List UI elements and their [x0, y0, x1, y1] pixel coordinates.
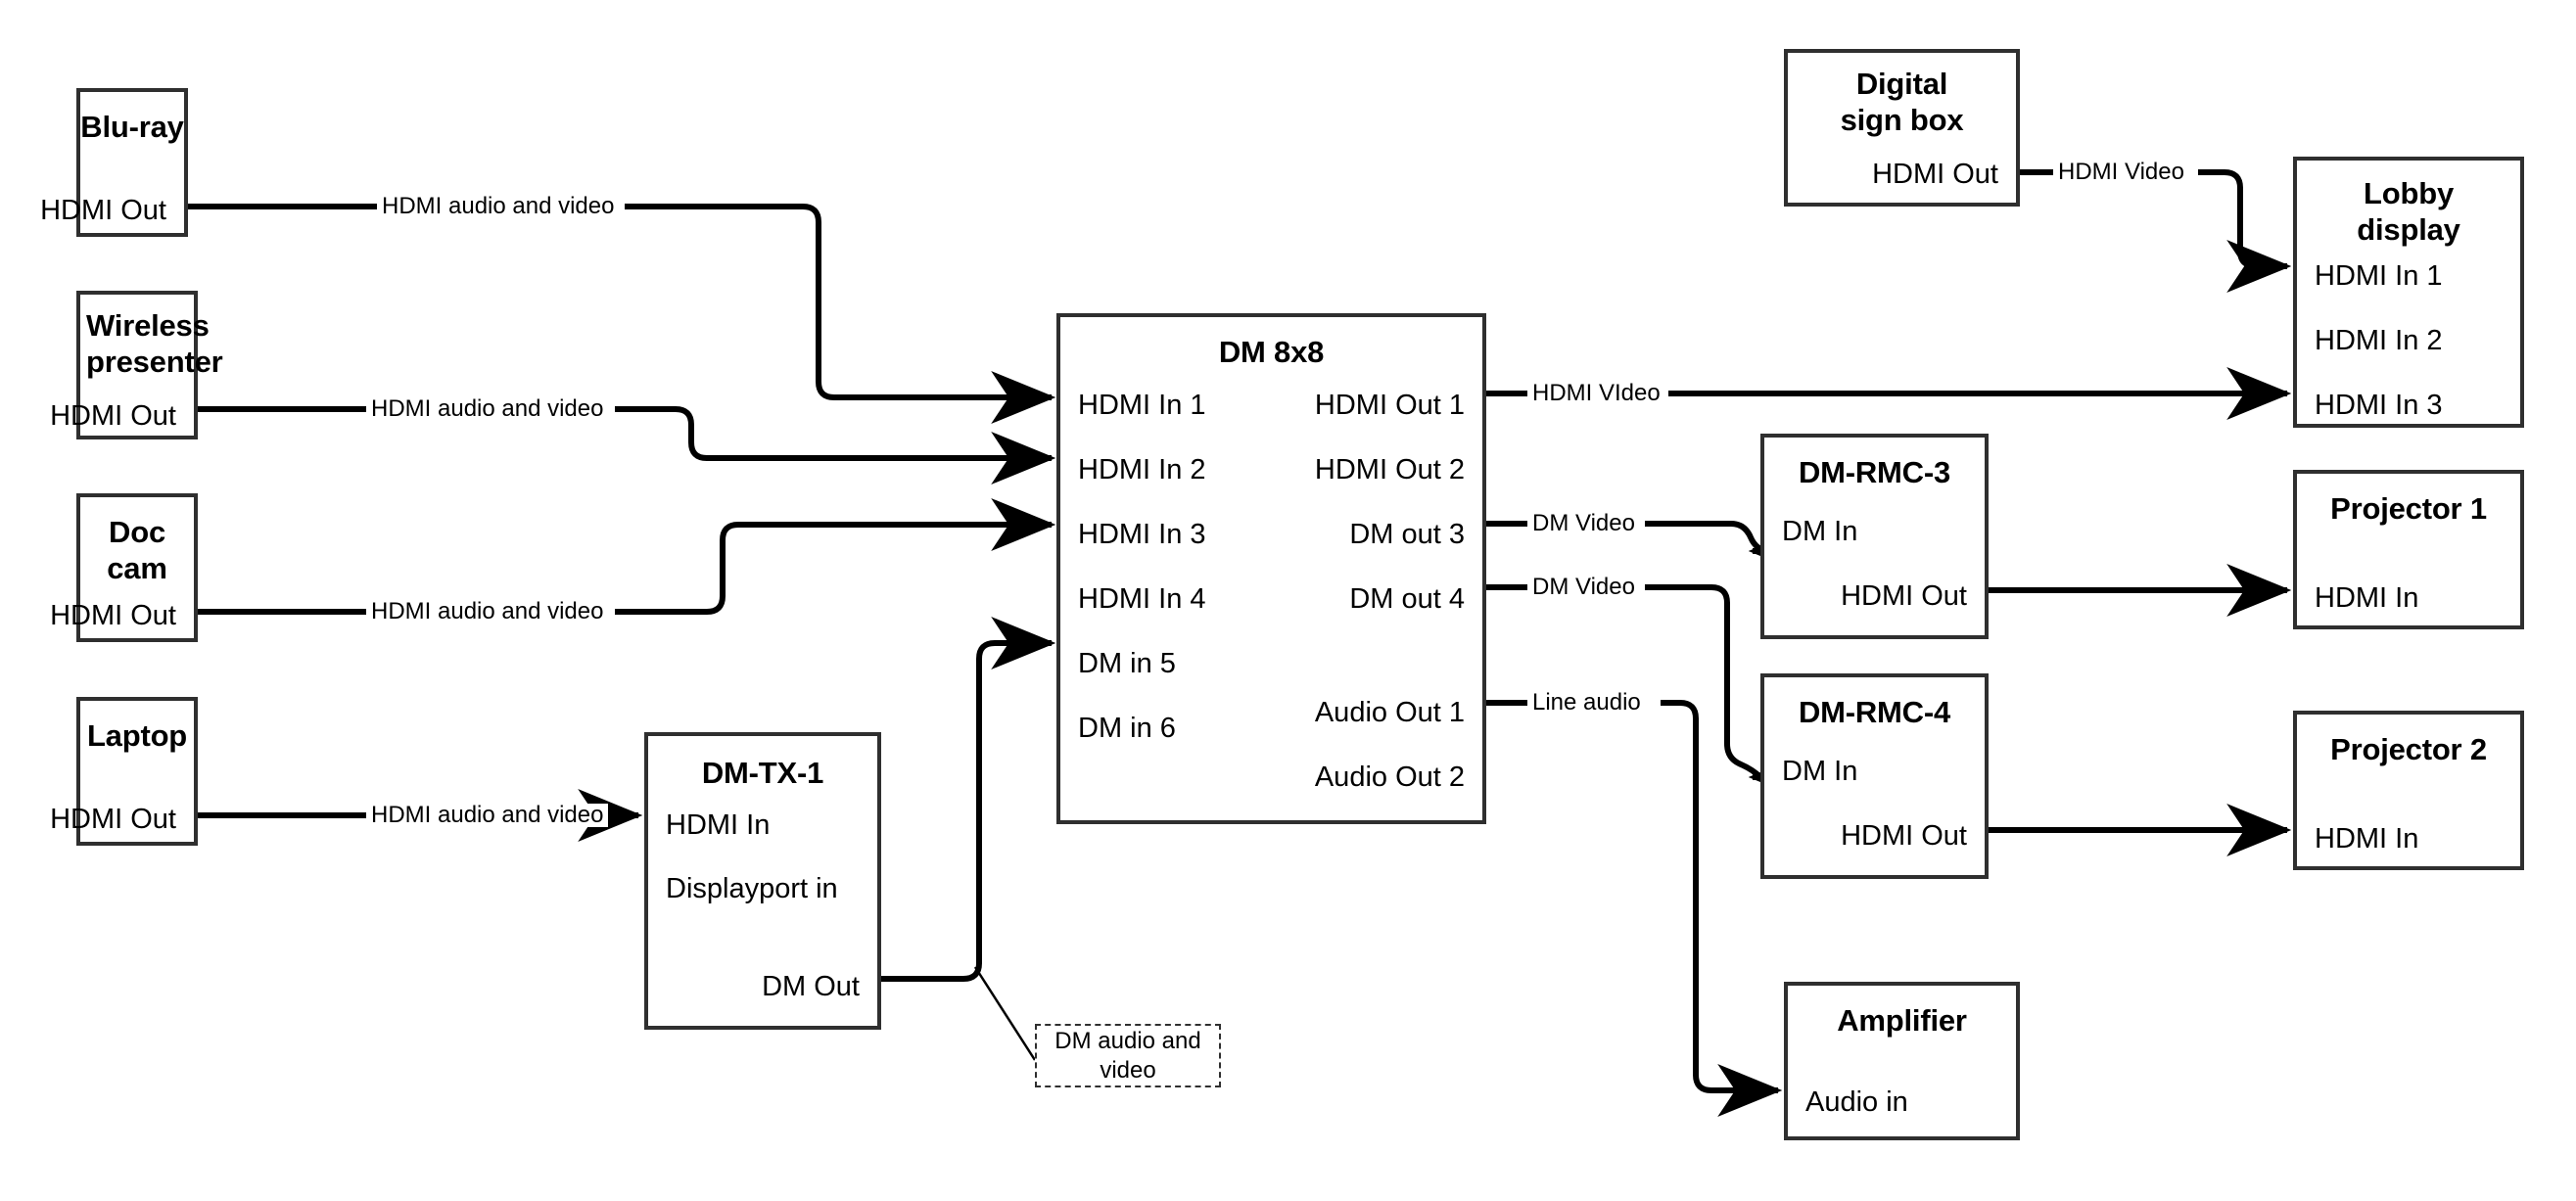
wire-label-blu-ray-to-in1: HDMI audio and video	[377, 195, 620, 218]
node-wireless-presenter[interactable]: Wireless presenter HDMI Out	[50, 291, 223, 439]
port-wireless-presenter-hdmi-out: HDMI Out	[50, 400, 176, 432]
wire-doccam-to-in3-b	[615, 498, 1056, 615]
port-projector-2-hdmi-in: HDMI In	[2315, 823, 2419, 855]
port-amplifier-audio-in: Audio in	[1805, 1086, 1908, 1118]
node-digital-sign-box[interactable]: Digital sign box HDMI Out	[1784, 49, 2020, 207]
wire-label-sign-to-lobby1: HDMI Video	[2053, 161, 2189, 184]
port-dm-8x8-dm-out-3: DM out 3	[1349, 519, 1465, 550]
node-projector-2[interactable]: Projector 2 HDMI In	[2293, 711, 2524, 870]
port-dm-8x8-dm-in-6: DM in 6	[1078, 713, 1176, 744]
node-dm-tx-1[interactable]: DM-TX-1 HDMI In Displayport in DM Out	[644, 732, 881, 1030]
callout-leader-line	[973, 966, 1037, 1061]
node-amplifier[interactable]: Amplifier Audio in	[1784, 982, 2020, 1140]
wire-label-laptop-to-tx: HDMI audio and video	[366, 804, 609, 827]
callout-dm-audio-and-video: DM audio and video	[1035, 1024, 1221, 1087]
node-blu-ray-title: Blu-ray	[80, 110, 184, 144]
port-dm-8x8-dm-in-5: DM in 5	[1078, 648, 1176, 679]
port-dm-8x8-hdmi-in-2: HDMI In 2	[1078, 454, 1206, 485]
node-dm-rmc-4[interactable]: DM-RMC-4 DM In HDMI Out	[1760, 673, 1989, 879]
wire-tx-to-dmin5	[881, 617, 1056, 982]
node-lobby-display[interactable]: Lobby display HDMI In 1 HDMI In 2 HDMI I…	[2293, 157, 2524, 428]
node-dm-tx-1-title: DM-TX-1	[701, 756, 824, 790]
wire-blu-ray-to-in1-b	[625, 204, 1056, 424]
port-dm-8x8-hdmi-out-2: HDMI Out 2	[1314, 454, 1465, 485]
port-dm-8x8-hdmi-out-1: HDMI Out 1	[1314, 390, 1465, 421]
node-blu-ray[interactable]: Blu-ray HDMI Out	[40, 88, 188, 237]
node-dm-8x8[interactable]: DM 8x8 HDMI In 1 HDMI In 2 HDMI In 3 HDM…	[1056, 313, 1486, 824]
node-dm-8x8-title: DM 8x8	[1218, 335, 1325, 369]
port-projector-1-hdmi-in: HDMI In	[2315, 582, 2419, 614]
node-digital-sign-box-title: Digital sign box	[1840, 67, 1964, 137]
port-dm-rmc-4-dm-in: DM In	[1782, 756, 1858, 787]
wire-label-audioout1-to-amp: Line audio	[1527, 691, 1646, 715]
node-projector-2-title: Projector 2	[2330, 732, 2487, 766]
node-dm-rmc-3-title: DM-RMC-3	[1798, 455, 1951, 489]
node-dm-rmc-3[interactable]: DM-RMC-3 DM In HDMI Out	[1760, 434, 1989, 639]
port-dm-rmc-4-hdmi-out: HDMI Out	[1841, 820, 1967, 852]
node-doc-cam-title: Doc cam	[107, 515, 167, 585]
node-dm-rmc-4-title: DM-RMC-4	[1798, 695, 1951, 729]
port-lobby-display-hdmi-in-2: HDMI In 2	[2315, 325, 2443, 356]
node-projector-1[interactable]: Projector 1 HDMI In	[2293, 470, 2524, 629]
wire-label-hdmiout1-to-lobby3: HDMI VIdeo	[1527, 382, 1665, 405]
wire-label-wireless-to-in2: HDMI audio and video	[366, 397, 609, 421]
node-doc-cam[interactable]: Doc cam HDMI Out	[50, 493, 198, 642]
port-dm-rmc-3-dm-in: DM In	[1782, 516, 1858, 547]
node-laptop[interactable]: Laptop HDMI Out	[50, 697, 198, 846]
wire-dmout3-to-rmc3-b	[1645, 521, 1813, 577]
wire-wireless-to-in2-b	[615, 406, 1056, 485]
node-projector-1-title: Projector 1	[2330, 491, 2487, 526]
port-doc-cam-hdmi-out: HDMI Out	[50, 600, 176, 631]
port-dm-tx-1-dm-out: DM Out	[762, 971, 860, 1002]
port-dm-8x8-dm-out-4: DM out 4	[1349, 583, 1465, 615]
node-amplifier-title: Amplifier	[1837, 1003, 1967, 1038]
port-dm-8x8-hdmi-in-3: HDMI In 3	[1078, 519, 1206, 550]
port-digital-sign-box-hdmi-out: HDMI Out	[1872, 159, 1998, 190]
port-dm-8x8-audio-out-2: Audio Out 2	[1314, 762, 1465, 793]
node-laptop-title: Laptop	[86, 718, 188, 753]
port-dm-rmc-3-hdmi-out: HDMI Out	[1841, 580, 1967, 612]
wire-label-dmout4-to-rmc4: DM Video	[1527, 576, 1640, 599]
node-lobby-display-title: Lobby display	[2357, 176, 2460, 247]
node-wireless-presenter-title: Wireless presenter	[86, 308, 223, 379]
port-dm-8x8-hdmi-in-4: HDMI In 4	[1078, 583, 1206, 615]
port-dm-8x8-hdmi-in-1: HDMI In 1	[1078, 390, 1206, 421]
port-blu-ray-hdmi-out: HDMI Out	[40, 195, 166, 226]
port-dm-8x8-audio-out-1: Audio Out 1	[1314, 697, 1465, 728]
port-dm-tx-1-displayport-in: Displayport in	[666, 873, 838, 904]
wire-dmout4-to-rmc4-b	[1645, 584, 1813, 804]
port-lobby-display-hdmi-in-1: HDMI In 1	[2315, 260, 2443, 292]
port-dm-tx-1-hdmi-in: HDMI In	[666, 809, 771, 841]
port-lobby-display-hdmi-in-3: HDMI In 3	[2315, 390, 2443, 421]
wire-sign-to-lobby1-b	[2198, 169, 2292, 293]
wire-label-dmout3-to-rmc3: DM Video	[1527, 512, 1640, 535]
port-laptop-hdmi-out: HDMI Out	[50, 804, 176, 835]
wire-label-doccam-to-in3: HDMI audio and video	[366, 600, 609, 624]
